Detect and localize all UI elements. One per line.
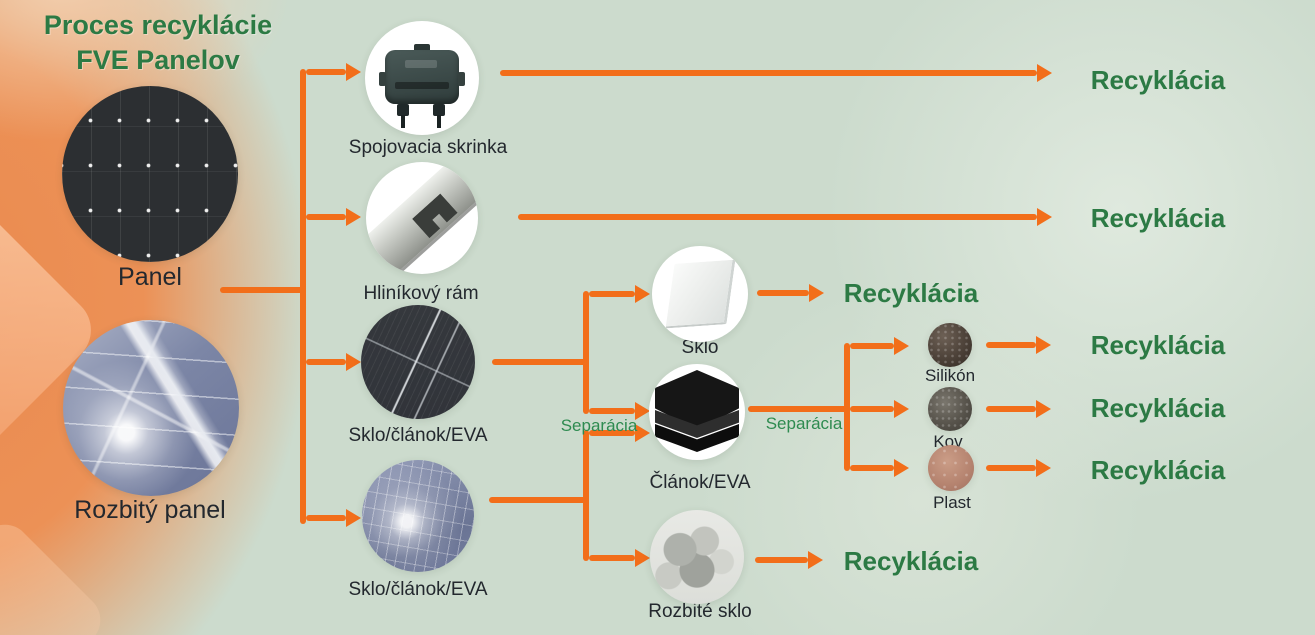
arrowhead-silicon-recycling (1036, 336, 1051, 354)
diamond-decoration-small (0, 513, 112, 635)
aluminum-frame-label: Hliníkový rám (363, 283, 479, 304)
arrow-frame-to-recycling (518, 214, 1037, 220)
arrow-to-glass-cell-eva-bottom (306, 515, 346, 521)
arrowhead-plastic-recycling (1036, 459, 1051, 477)
arrowhead-glass (635, 285, 650, 303)
arrowhead-plastic (894, 459, 909, 477)
separation-label-1: Separácia (560, 416, 638, 435)
metal-image (928, 387, 972, 431)
arrow-to-aluminum-frame (306, 214, 346, 220)
arrowhead-metal-recycling (1036, 400, 1051, 418)
broken-panel-image (63, 320, 239, 496)
arrow-silicon-to-recycling (986, 342, 1036, 348)
glass-sheet-illustration (665, 259, 735, 329)
arrowhead-cell-eva-upper (635, 402, 650, 420)
arrowhead-aluminum-frame (346, 208, 361, 226)
arrow-to-junction-box (306, 69, 346, 75)
aluminum-profile-illustration (366, 162, 478, 274)
broken-glass-label: Rozbité sklo (648, 601, 752, 622)
arrow-broken-glass-to-recycling (755, 557, 808, 563)
arrowhead-junction-box-recycling (1037, 64, 1052, 82)
arrow-to-silicon (850, 343, 894, 349)
arrowhead-metal (894, 400, 909, 418)
arrowhead-broken-glass (635, 549, 650, 567)
arrow-panels-to-trunk (220, 287, 306, 293)
arrowhead-glass-cell-eva-bottom (346, 509, 361, 527)
arrow-to-metal (850, 406, 894, 412)
arrowhead-junction-box (346, 63, 361, 81)
arrow-to-cell-eva-lower (589, 430, 635, 436)
glass-cell-eva-bottom-image (362, 460, 474, 572)
arrow-plastic-to-recycling (986, 465, 1036, 471)
arrowhead-cell-eva-lower (635, 424, 650, 442)
arrowhead-glass-recycling (809, 284, 824, 302)
arrow-separation1-vertical (583, 291, 589, 414)
arrow-metal-to-recycling (986, 406, 1036, 412)
panel-label: Panel (118, 263, 182, 291)
arrow-cell-eva-to-separation2 (748, 406, 850, 412)
junction-box-image (365, 21, 479, 135)
plastic-label: Plast (933, 493, 971, 512)
recycling-label-glass: Recyklácia (843, 278, 979, 308)
silicon-image (928, 323, 972, 367)
aluminum-frame-image (366, 162, 478, 274)
arrowhead-silicon (894, 337, 909, 355)
arrow-to-glass (589, 291, 635, 297)
arrowhead-frame-recycling (1037, 208, 1052, 226)
panel-image (62, 86, 238, 262)
recycling-label-metal: Recyklácia (1090, 393, 1226, 423)
recycling-label-frame: Recyklácia (1090, 203, 1226, 233)
arrow-to-plastic (850, 465, 894, 471)
arrow-to-cell-eva-upper (589, 408, 635, 414)
arrow-separation2-vertical (844, 343, 850, 471)
arrow-top-cell-to-separation (492, 359, 589, 365)
arrow-to-glass-cell-eva-top (306, 359, 346, 365)
broken-glass-image (650, 510, 744, 604)
arrowhead-broken-glass-recycling (808, 551, 823, 569)
plastic-image (928, 445, 974, 491)
recycling-label-broken-glass: Recyklácia (843, 546, 979, 576)
arrow-trunk-vertical (300, 69, 306, 524)
glass-label: Sklo (681, 337, 719, 358)
arrow-to-broken-glass (589, 555, 635, 561)
page-title-line-1: Proces recyklácie (43, 10, 273, 40)
junction-box-label: Spojovacia skrinka (348, 137, 508, 158)
junction-box-illustration (379, 44, 465, 128)
broken-panel-label: Rozbitý panel (74, 496, 226, 524)
glass-cell-eva-bottom-label: Sklo/článok/EVA (348, 579, 488, 600)
arrowhead-glass-cell-eva-top (346, 353, 361, 371)
recycling-label-plastic: Recyklácia (1090, 455, 1226, 485)
arrow-junction-box-to-recycling (500, 70, 1037, 76)
page-title-line-2: FVE Panelov (76, 45, 240, 75)
arrow-bottom-cell-to-separation (489, 497, 589, 503)
glass-cell-eva-top-image (361, 305, 475, 419)
cell-eva-image (649, 364, 745, 460)
cell-eva-label: Článok/EVA (649, 472, 751, 493)
silicon-label: Silikón (924, 366, 976, 385)
arrow-separation1b-vertical (583, 430, 589, 561)
page-title: Proces recyklácie FVE Panelov (8, 8, 308, 78)
cell-eva-stack-illustration (649, 364, 745, 460)
separation-label-2: Separácia (765, 414, 843, 433)
glass-image (652, 246, 748, 342)
glass-cell-eva-top-label: Sklo/článok/EVA (348, 425, 488, 446)
recycling-label-silicon: Recyklácia (1090, 330, 1226, 360)
arrow-glass-to-recycling (757, 290, 809, 296)
recycling-label-junction-box: Recyklácia (1090, 65, 1226, 95)
